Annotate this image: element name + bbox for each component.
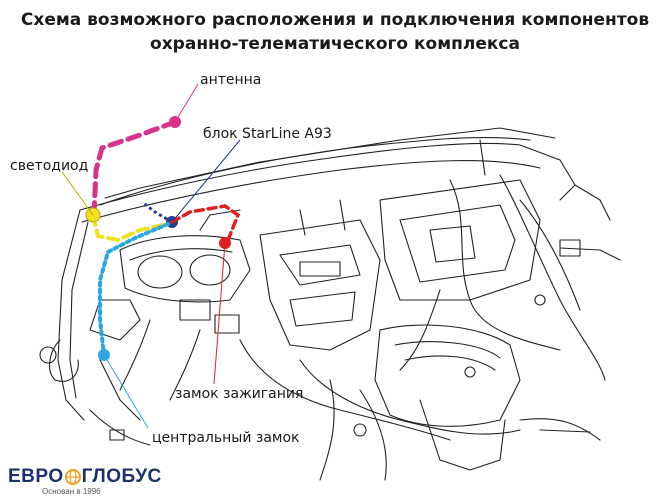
led-leader [61, 171, 94, 216]
title-line-1: Схема возможного расположения и подключе… [20, 10, 650, 30]
eurogloble-logo: ЕВРО ГЛОБУС Основан в 1996 [8, 466, 162, 496]
logo-tagline: Основан в 1996 [42, 487, 101, 496]
led-wire [91, 213, 170, 243]
logo-text-left: ЕВРО [8, 466, 64, 487]
block-leader [171, 139, 241, 223]
label-central-lock: центральный замок [152, 430, 299, 446]
antenna-wire [91, 119, 178, 217]
globe-icon [64, 469, 81, 485]
block-wire [141, 200, 173, 224]
antenna-leader [174, 83, 199, 123]
central-lock-leader [103, 354, 149, 429]
label-antenna: антенна [200, 72, 261, 88]
ignition-wire [170, 204, 241, 242]
logo-text-right: ГЛОБУС [81, 466, 162, 487]
diagram-title: Схема возможного расположения и подключе… [0, 8, 670, 56]
label-ignition: замок зажигания [175, 386, 303, 402]
dashboard-drawing [39, 127, 621, 481]
label-led: светодиод [10, 158, 88, 174]
ignition-leader [213, 242, 226, 385]
central-lock-wire [98, 222, 170, 357]
title-line-2: охранно-телематического комплекса [150, 34, 520, 54]
label-block: блок StarLine A93 [203, 126, 332, 142]
